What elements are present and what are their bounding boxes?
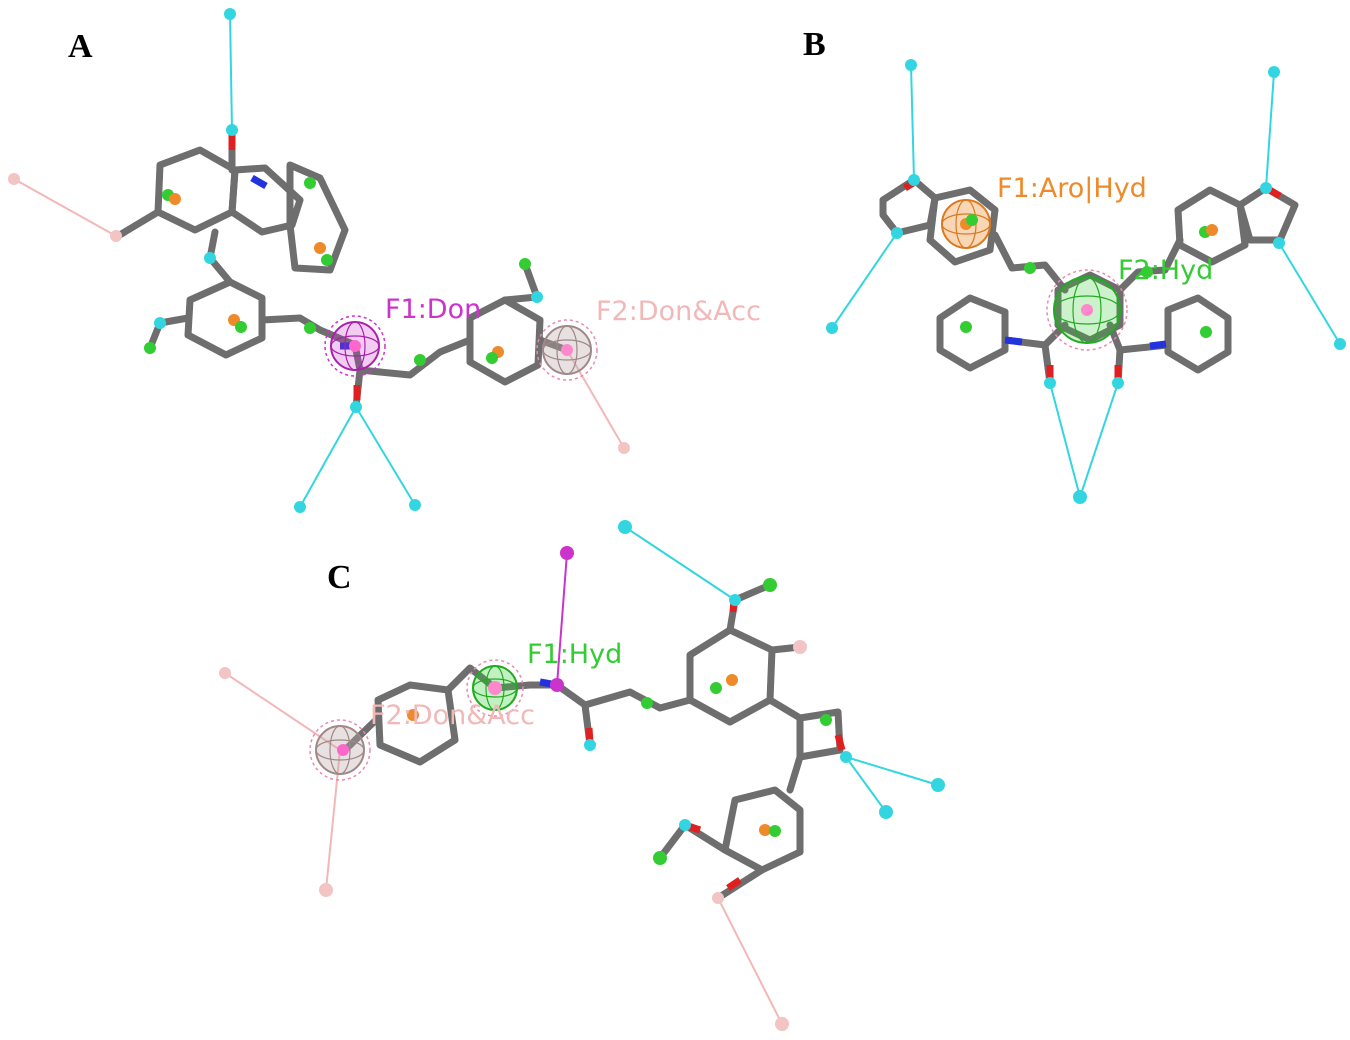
feature-sphere-hyd [1046, 269, 1128, 351]
projection-line [831, 232, 898, 329]
projection-line [1079, 382, 1119, 498]
ring [1236, 184, 1299, 244]
atom-markers [219, 520, 945, 1031]
ring [286, 161, 349, 274]
molecule-b [879, 176, 1299, 387]
projection-line [717, 897, 783, 1025]
atom-markers [826, 59, 1346, 504]
feature-label-aro-hyd: F1:Aro|Hyd [997, 173, 1147, 204]
nitrogen-bond [250, 174, 268, 190]
feature-label-don-acc: F2:Don&Acc [596, 296, 761, 327]
ring [1164, 294, 1232, 374]
feature-sphere-don [324, 315, 386, 377]
oxygen-bond [726, 877, 742, 891]
oxygen-bond [834, 734, 846, 751]
panel-b-label: B [803, 26, 826, 63]
projection-line [556, 552, 568, 686]
projection-line [13, 178, 117, 237]
projection-line [299, 406, 357, 508]
panel-b: B [803, 26, 1346, 504]
feature-sphere-don-acc [536, 319, 598, 381]
ring [184, 278, 266, 359]
projection-line [229, 13, 233, 131]
projection-line [1278, 242, 1341, 345]
projection-line [1265, 71, 1275, 189]
projection-line [355, 406, 416, 506]
projection-line [566, 349, 625, 449]
panel-c-label: C [327, 559, 352, 596]
nitrogen-bond [1004, 336, 1023, 346]
projection-line [845, 756, 887, 813]
panel-a: A [8, 8, 761, 513]
feature-label-don: F1:Don [385, 294, 481, 325]
feature-sphere-aro-hyd [941, 199, 991, 249]
panel-a-label: A [68, 28, 93, 65]
feature-label-don-acc-c: F2:Don&Acc [370, 700, 535, 731]
panel-c: C [219, 520, 945, 1031]
feature-sphere-don-acc-c [309, 719, 371, 781]
ring [926, 186, 999, 266]
projection-line [624, 526, 736, 601]
atom-markers [8, 8, 630, 513]
ring [374, 681, 459, 766]
projection-line [910, 64, 915, 181]
ring [796, 708, 844, 761]
projection-line [1049, 382, 1081, 498]
nitrogen-bond [1149, 340, 1167, 350]
feature-label-hyd-c: F1:Hyd [527, 639, 622, 670]
ring [936, 294, 1009, 372]
feature-sphere-hyd-c [466, 659, 524, 717]
feature-label-hyd: F2:Hyd [1118, 255, 1213, 286]
projection-line [845, 756, 939, 786]
